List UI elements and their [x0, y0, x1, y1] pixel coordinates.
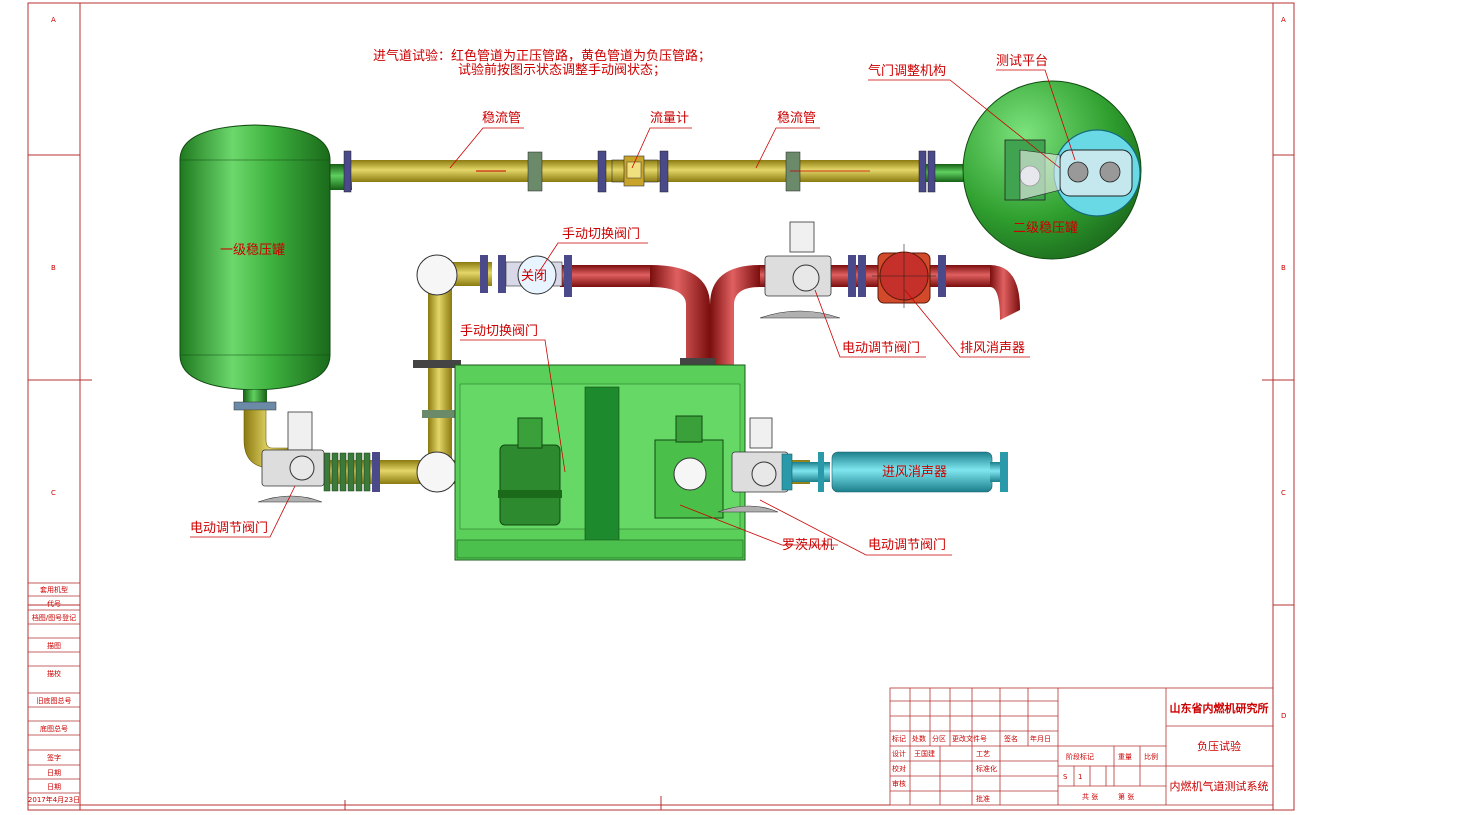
title-block-sheet-total: 共 张 — [1082, 792, 1098, 801]
left-table-row-10: 2017年4月23日 — [28, 795, 80, 804]
title-block-row-0-role: 设计 — [892, 749, 906, 758]
positive-pressure-pipeline — [560, 255, 1020, 384]
left-table-row-0: 套用机型 — [40, 585, 68, 594]
electric-valve-top — [759, 221, 841, 319]
label-manual-valve-top: 手动切换阀门 — [562, 227, 640, 242]
left-table-row-7: 签字 — [47, 753, 61, 762]
test-note: 进气道试验：红色管道为正压管路，黄色管道为负压管路； 试验前按图示状态调整手动阀… — [373, 48, 711, 78]
row-mark-c-left: C — [51, 489, 56, 497]
callout-leaders — [190, 69, 1076, 556]
title-block-header-5: 年月日 — [1030, 734, 1051, 743]
label-throttle-mechanism: 气门调整机构 — [868, 63, 946, 79]
left-revision-table: 套用机型 代号 档图/图号登记 描图 描校 旧底图总号 底图总号 签字 日期 日… — [27, 582, 81, 806]
title-block-row-3-role2: 批准 — [976, 794, 990, 803]
row-mark-b-right: B — [1281, 264, 1286, 272]
label-electric-valve-top: 电动调节阀门 — [842, 341, 920, 356]
title-block-stage-value-0: S — [1063, 773, 1068, 781]
electric-valve-left — [257, 411, 325, 503]
left-table-row-4: 描校 — [47, 669, 61, 678]
label-manual-valve-mid: 手动切换阀门 — [460, 324, 538, 339]
title-block-stage-value-1: 1 — [1078, 773, 1082, 781]
label-electric-valve-left: 电动调节阀门 — [190, 521, 268, 536]
electric-valve-right — [717, 417, 789, 513]
title-block-row-0-name: 王国建 — [914, 749, 935, 758]
label-test-platform: 测试平台 — [996, 54, 1048, 69]
roots-blower-unit — [454, 364, 746, 561]
title-block-stage-0: 阶段标记 — [1066, 752, 1094, 761]
blower-motor — [498, 417, 562, 526]
row-mark-b-left: B — [51, 264, 56, 272]
intake-muffler-label: 进风消声器 — [882, 465, 947, 480]
row-mark-a-right: A — [1281, 16, 1286, 24]
title-block-header-4: 签名 — [1004, 734, 1018, 743]
title-block-row-2-role: 审核 — [892, 779, 906, 788]
primary-tank-label: 一级稳压罐 — [220, 242, 285, 258]
title-block-system-name: 内燃机气道测试系统 — [1170, 779, 1269, 793]
note-line-1: 进气道试验：红色管道为正压管路，黄色管道为负压管路； — [373, 48, 711, 64]
row-marks: A B C A B C D — [51, 16, 1286, 720]
title-block-stage-2: 比例 — [1144, 752, 1158, 761]
left-table-row-3: 描图 — [47, 641, 61, 650]
manual-switch-valve-closed: 关闭 — [505, 255, 563, 295]
title-block-stage-1: 重量 — [1118, 753, 1132, 761]
title-block-row-1-role: 校对 — [892, 764, 906, 773]
label-stabilizer-pipe-right: 稳流管 — [777, 110, 816, 126]
valve-closed-label: 关闭 — [521, 269, 547, 284]
title-block-row-0-role2: 工艺 — [976, 750, 990, 758]
exhaust-muffler — [872, 244, 936, 308]
title-block-row-1-role2: 标准化 — [976, 764, 997, 773]
title-block: 山东省内燃机研究所 负压试验 内燃机气道测试系统 标记 处数 分区 更改文件号 … — [889, 687, 1274, 806]
label-exhaust-muffler: 排风消声器 — [960, 341, 1025, 356]
title-block-drawing-name: 负压试验 — [1197, 739, 1241, 753]
row-mark-a-left: A — [51, 16, 56, 24]
row-mark-d-right: D — [1281, 712, 1286, 720]
title-block-sheet-number: 第 张 — [1118, 792, 1134, 801]
title-block-header-2: 分区 — [932, 734, 946, 743]
left-table-row-8: 日期 — [47, 769, 61, 777]
top-stabilizer-pipeline — [328, 150, 970, 193]
intake-muffler: 进风消声器 — [781, 451, 1008, 493]
label-stabilizer-pipe-left: 稳流管 — [482, 110, 521, 126]
row-mark-c-right: C — [1281, 489, 1286, 497]
secondary-tank-label: 二级稳压罐 — [1013, 220, 1078, 236]
flowmeter — [611, 155, 659, 187]
left-table-row-6: 底图总号 — [40, 724, 68, 733]
note-line-2: 试验前按图示状态调整手动阀状态； — [458, 62, 666, 78]
title-block-header-0: 标记 — [892, 734, 906, 743]
title-block-header-3: 更改文件号 — [952, 734, 987, 743]
label-electric-valve-right: 电动调节阀门 — [868, 538, 946, 553]
label-roots-blower: 罗茨风机 — [782, 538, 834, 553]
left-table-row-1: 代号 — [47, 599, 61, 608]
primary-surge-tank: 一级稳压罐 — [179, 124, 331, 411]
title-block-organization: 山东省内燃机研究所 — [1170, 701, 1269, 715]
title-block-header-1: 处数 — [912, 734, 926, 743]
left-table-row-9: 日期 — [47, 783, 61, 791]
left-table-row-5: 旧底图总号 — [37, 696, 72, 705]
label-flowmeter: 流量计 — [650, 111, 689, 126]
secondary-surge-tank: 二级稳压罐 — [962, 80, 1142, 260]
blower-body — [654, 415, 724, 519]
callout-labels: 稳流管 流量计 稳流管 气门调整机构 测试平台 手动切换阀门 手动切换阀门 电动… — [190, 54, 1048, 553]
bellows-joint — [323, 452, 371, 492]
left-table-row-2: 档图/图号登记 — [32, 613, 76, 622]
